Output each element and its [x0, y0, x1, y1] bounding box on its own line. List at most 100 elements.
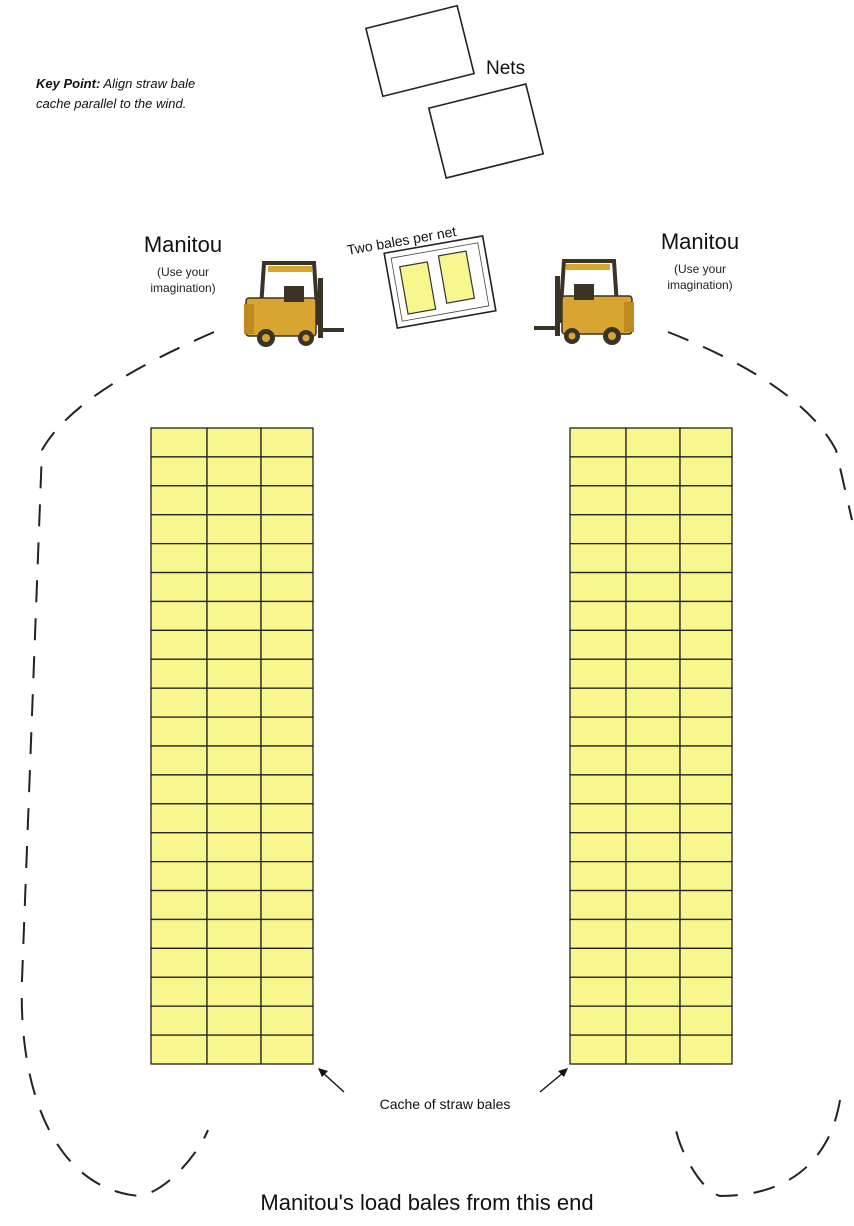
straw-bale [569, 918, 627, 950]
straw-bale [150, 832, 208, 863]
straw-bale [625, 485, 681, 516]
straw-bale [679, 687, 733, 718]
straw-bale [625, 976, 681, 1007]
straw-bale [206, 860, 262, 892]
straw-bale [679, 571, 733, 603]
straw-bale [206, 889, 262, 921]
manitou-right-note-line2: imagination) [667, 278, 733, 292]
straw-bale [569, 600, 627, 632]
straw-bale [150, 716, 208, 747]
straw-bale [206, 542, 262, 574]
straw-bale [625, 716, 681, 747]
straw-bale [569, 1005, 627, 1036]
straw-bale [569, 745, 627, 776]
straw-bale [625, 1034, 681, 1065]
straw-bale [150, 629, 208, 660]
straw-bale [679, 716, 733, 747]
straw-bale [679, 947, 733, 978]
straw-bale [569, 485, 627, 516]
straw-bale [150, 658, 208, 689]
load-end-label: Manitou's load bales from this end [260, 1190, 594, 1215]
straw-bale [569, 1034, 627, 1065]
straw-bale [150, 600, 208, 632]
key-point-text-line2: cache parallel to the wind. [36, 96, 187, 111]
straw-bale [260, 976, 314, 1007]
straw-bale [260, 542, 314, 574]
straw-bale [625, 889, 681, 921]
straw-bale [625, 514, 681, 545]
straw-bale [260, 427, 314, 458]
straw-bale [260, 629, 314, 660]
straw-bale [206, 427, 262, 458]
forklift-icon-left [244, 261, 344, 347]
straw-bale [260, 1034, 314, 1065]
key-point-note: Key Point: Align straw bale cache parall… [36, 74, 336, 114]
straw-bale [569, 571, 627, 603]
straw-bale [150, 745, 208, 776]
straw-bale [206, 629, 262, 660]
straw-bale [679, 600, 733, 632]
straw-bale [679, 629, 733, 660]
straw-bale [206, 976, 262, 1007]
straw-bale [260, 658, 314, 689]
straw-bale-stack-right [569, 427, 733, 1065]
straw-bale [260, 889, 314, 921]
straw-bale [569, 629, 627, 660]
straw-bale [625, 456, 681, 487]
straw-bale [260, 745, 314, 776]
straw-bale [569, 976, 627, 1007]
straw-bale [679, 514, 733, 545]
straw-bale [260, 456, 314, 487]
straw-bale [260, 803, 314, 834]
manitou-left-note-line2: imagination) [150, 281, 216, 295]
straw-bale [150, 918, 208, 950]
straw-bale [206, 803, 262, 834]
straw-bale [625, 745, 681, 776]
straw-bale [679, 774, 733, 805]
straw-bale [150, 976, 208, 1007]
straw-bale [150, 947, 208, 978]
arrow-icon-right [539, 1068, 568, 1093]
straw-bale [260, 860, 314, 892]
straw-bale [569, 716, 627, 747]
straw-bale [206, 745, 262, 776]
straw-bale [260, 687, 314, 718]
straw-bale [625, 600, 681, 632]
straw-bale [625, 774, 681, 805]
manitou-right-note-line1: (Use your [673, 262, 726, 276]
key-point-text-line1: Align straw bale [100, 76, 196, 91]
straw-bale [625, 860, 681, 892]
nets-label: Nets [486, 58, 526, 79]
straw-bale [569, 514, 627, 545]
key-point-label: Key Point: [36, 76, 101, 91]
straw-bale-stack-left [150, 427, 314, 1065]
net-with-two-bales [383, 234, 497, 330]
straw-bale [206, 658, 262, 689]
straw-bale [260, 600, 314, 632]
straw-bale [679, 542, 733, 574]
straw-bale [625, 427, 681, 458]
straw-bale [150, 687, 208, 718]
straw-bale [569, 860, 627, 892]
straw-bale [260, 485, 314, 516]
straw-bale [625, 832, 681, 863]
straw-bale [569, 774, 627, 805]
straw-bale [206, 687, 262, 718]
straw-bale [150, 485, 208, 516]
straw-bale [569, 542, 627, 574]
straw-bale [206, 716, 262, 747]
straw-bale [679, 745, 733, 776]
straw-bale [206, 1005, 262, 1036]
straw-bale [569, 687, 627, 718]
straw-bale [206, 1034, 262, 1065]
straw-bale [679, 803, 733, 834]
manitou-left-title: Manitou [143, 232, 223, 257]
straw-bale [206, 485, 262, 516]
straw-bale [625, 918, 681, 950]
straw-bale [569, 803, 627, 834]
manitou-left-note-line1: (Use your [156, 265, 209, 279]
straw-bale [569, 832, 627, 863]
straw-bale [150, 803, 208, 834]
straw-bale [150, 542, 208, 574]
